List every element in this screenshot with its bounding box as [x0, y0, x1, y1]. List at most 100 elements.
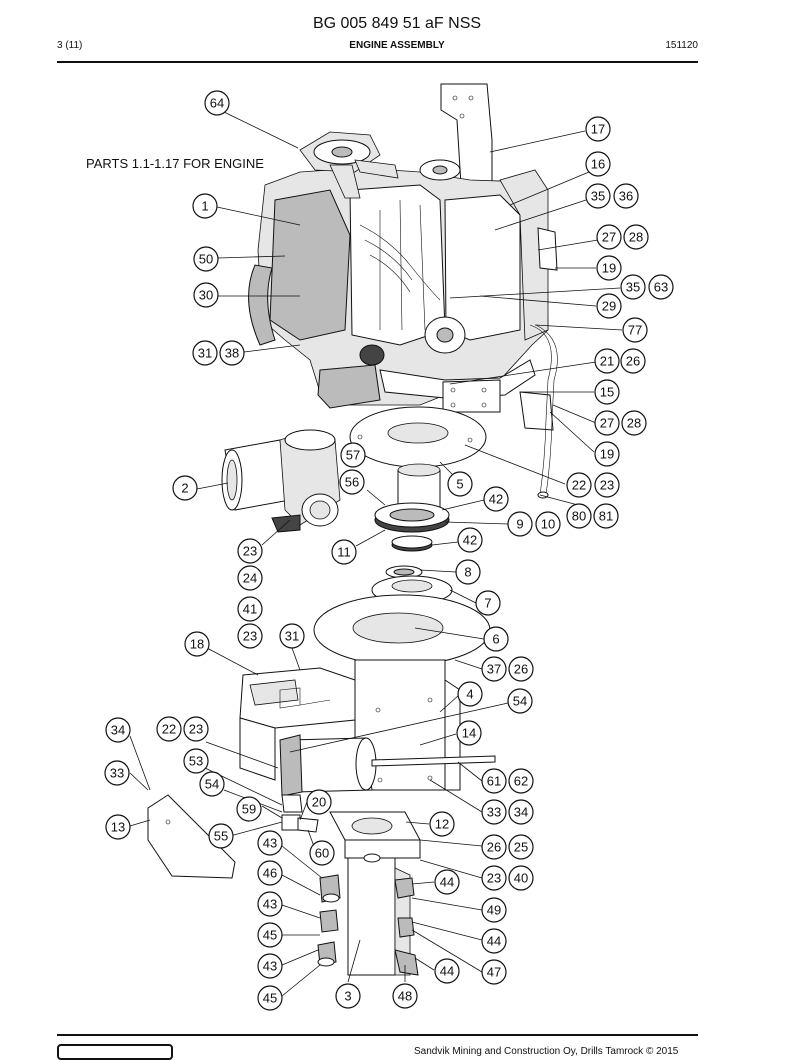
callout: 63: [648, 274, 674, 300]
callout: 81: [593, 503, 619, 529]
svg-text:42: 42: [489, 492, 503, 507]
svg-text:34: 34: [514, 805, 528, 820]
callout: 40: [508, 865, 534, 891]
svg-text:27: 27: [602, 230, 616, 245]
svg-text:55: 55: [214, 829, 228, 844]
svg-text:63: 63: [654, 280, 668, 295]
svg-text:31: 31: [285, 629, 299, 644]
svg-text:26: 26: [626, 354, 640, 369]
callout: 38: [219, 340, 245, 366]
callout: 48: [392, 983, 418, 1009]
svg-text:17: 17: [591, 122, 605, 137]
svg-text:54: 54: [513, 694, 527, 709]
callout: 49: [481, 897, 507, 923]
svg-text:1: 1: [201, 199, 208, 214]
callout: 61: [481, 768, 507, 794]
callout: 46: [257, 860, 283, 886]
callout: 26: [620, 348, 646, 374]
callout: 1: [192, 193, 218, 219]
callout: 44: [434, 869, 460, 895]
lower-pump-stack: [281, 794, 421, 976]
date-code: 151120: [665, 40, 698, 51]
callout: 2: [172, 475, 198, 501]
callout: 21: [594, 348, 620, 374]
callout: 33: [104, 760, 130, 786]
svg-text:41: 41: [243, 602, 257, 617]
callout: 35: [620, 274, 646, 300]
svg-text:9: 9: [516, 517, 523, 532]
callout: 42: [457, 527, 483, 553]
callout: 16: [585, 151, 611, 177]
svg-text:62: 62: [514, 774, 528, 789]
callout: 27: [596, 224, 622, 250]
callout: 35: [585, 183, 611, 209]
svg-text:40: 40: [514, 871, 528, 886]
svg-text:2: 2: [181, 481, 188, 496]
svg-text:30: 30: [199, 288, 213, 303]
callout: 25: [508, 834, 534, 860]
callout: 44: [481, 928, 507, 954]
callout: 5: [447, 471, 473, 497]
svg-text:3: 3: [344, 989, 351, 1004]
callout: 43: [257, 953, 283, 979]
callout: 64: [204, 90, 230, 116]
svg-text:54: 54: [205, 777, 219, 792]
svg-text:28: 28: [627, 416, 641, 431]
svg-text:23: 23: [600, 478, 614, 493]
coupling-stack: [349, 406, 487, 605]
callout: 23: [237, 623, 263, 649]
document-number: BG 005 849 51 aF NSS: [312, 15, 482, 32]
callout: 31: [192, 340, 218, 366]
cover-plate: [147, 794, 236, 879]
svg-text:37: 37: [487, 662, 501, 677]
svg-text:15: 15: [600, 385, 614, 400]
svg-text:49: 49: [487, 903, 501, 918]
callout: 57: [340, 442, 366, 468]
callout: 11: [331, 539, 357, 565]
callout: 42: [483, 486, 509, 512]
callout: 55: [208, 823, 234, 849]
svg-text:20: 20: [312, 795, 326, 810]
callout: 24: [237, 565, 263, 591]
callout: 9: [507, 511, 533, 537]
svg-text:81: 81: [599, 509, 613, 524]
svg-text:44: 44: [440, 875, 454, 890]
svg-text:6: 6: [492, 632, 499, 647]
callout: 17: [585, 116, 611, 142]
callout: 22: [156, 716, 182, 742]
callout: 14: [456, 720, 482, 746]
svg-text:57: 57: [346, 448, 360, 463]
engine-parts-note: PARTS 1.1-1.17 FOR ENGINE: [86, 156, 264, 171]
callout: 6: [483, 626, 509, 652]
svg-text:60: 60: [315, 846, 329, 861]
svg-text:80: 80: [572, 509, 586, 524]
company-logo: [57, 1044, 173, 1060]
callout: 44: [434, 958, 460, 984]
callout: 77: [622, 317, 648, 343]
callout: 60: [309, 840, 335, 866]
callout: 3: [335, 983, 361, 1009]
callout: 28: [621, 410, 647, 436]
callout: 23: [237, 538, 263, 564]
callout: 30: [193, 282, 219, 308]
callout: 62: [508, 768, 534, 794]
svg-text:4: 4: [466, 687, 473, 702]
svg-text:26: 26: [514, 662, 528, 677]
callout: 53: [183, 748, 209, 774]
callout: 15: [594, 379, 620, 405]
callout: 80: [566, 503, 592, 529]
svg-text:77: 77: [628, 323, 642, 338]
bracket-box: [239, 667, 356, 781]
callout: 54: [199, 771, 225, 797]
svg-text:12: 12: [435, 817, 449, 832]
callout: 8: [455, 559, 481, 585]
air-cleaner: [221, 429, 341, 533]
svg-text:23: 23: [189, 722, 203, 737]
callout: 59: [236, 796, 262, 822]
callout: 41: [237, 596, 263, 622]
svg-text:43: 43: [263, 959, 277, 974]
callout: 29: [596, 293, 622, 319]
svg-text:8: 8: [464, 565, 471, 580]
svg-text:14: 14: [462, 726, 476, 741]
callout: 26: [481, 834, 507, 860]
